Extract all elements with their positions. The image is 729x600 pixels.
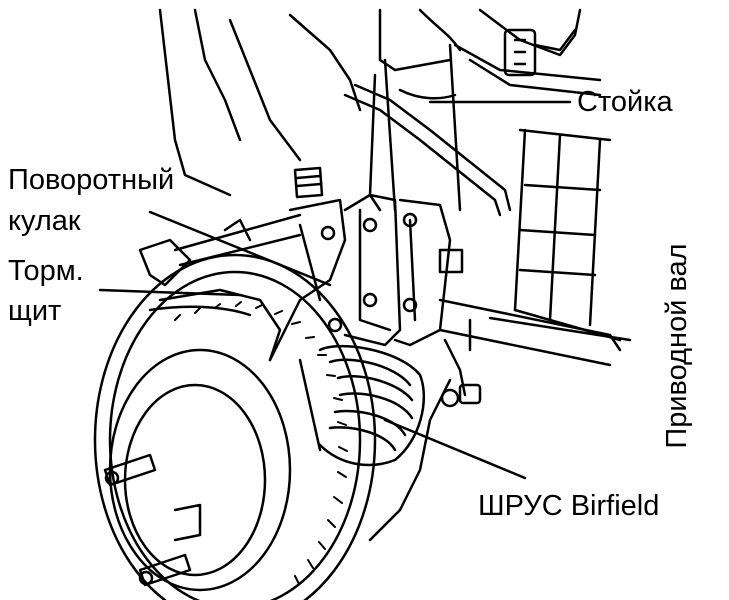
label-knuckle-line2: кулак <box>8 205 81 237</box>
label-brake-shield-line2: щит <box>8 295 62 327</box>
sensor-connector <box>503 28 577 77</box>
label-brake-shield-line1: Торм. <box>8 255 84 287</box>
shaft-housing-lattice <box>513 128 622 342</box>
leader-cv-joint <box>383 418 527 480</box>
leader-knuckle <box>148 210 332 287</box>
brake-shield <box>148 288 282 362</box>
brake-disc <box>93 253 377 600</box>
wheel-studs <box>103 453 202 587</box>
brake-line <box>343 83 512 217</box>
speed-sensor-wire <box>368 338 482 542</box>
disc-vent-slots <box>174 301 348 585</box>
label-drive-shaft: Приводной вал <box>661 243 693 449</box>
strut-body <box>368 43 462 212</box>
leader-drive-shaft <box>488 316 632 342</box>
label-strut: Стойка <box>577 86 673 118</box>
leader-lines <box>98 100 632 480</box>
tie-rod-end <box>138 213 302 287</box>
steering-knuckle <box>268 193 464 362</box>
drive-shaft <box>438 298 622 367</box>
label-knuckle-line1: Поворотный <box>8 164 175 196</box>
leader-brake-shield <box>98 288 242 297</box>
label-cv-joint: ШРУС Birfield <box>478 490 660 522</box>
upper-bolt <box>293 166 324 199</box>
